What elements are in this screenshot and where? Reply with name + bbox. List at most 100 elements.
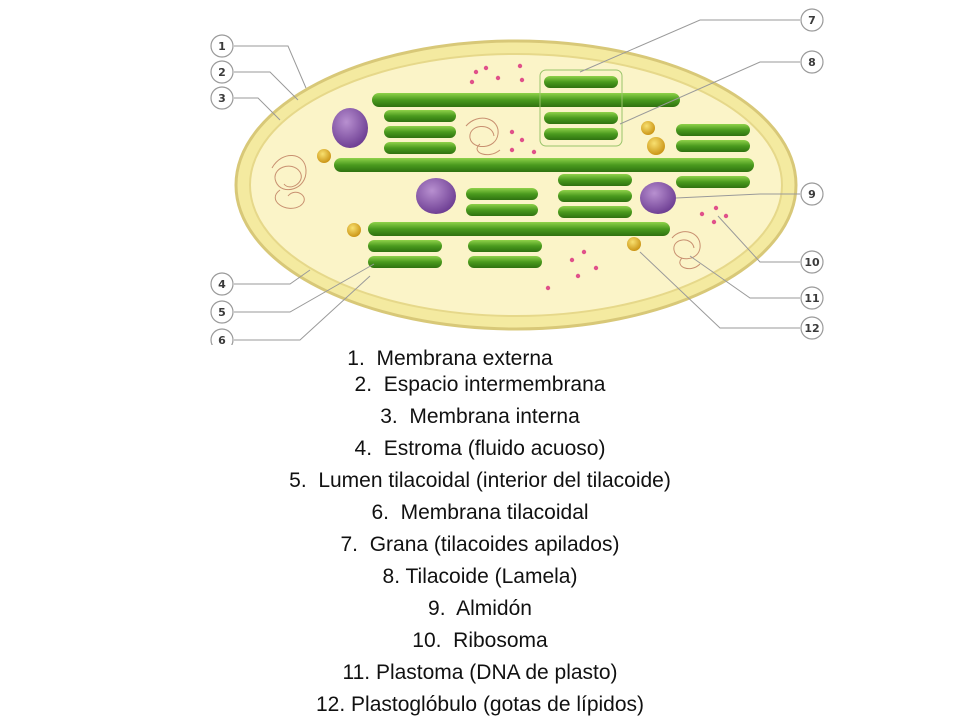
plastoglobule: [347, 223, 361, 237]
plastoglobule: [647, 137, 665, 155]
thylakoid-disc: [384, 126, 456, 138]
legend-label: Estroma (fluido acuoso): [383, 437, 606, 460]
legend-item-2: 2. Espacio intermembrana: [0, 372, 960, 398]
ribosome: [519, 77, 525, 83]
ribosome: [545, 285, 551, 291]
legend-item-10: 10. Ribosoma: [0, 628, 960, 654]
grana-highlight: [539, 69, 623, 147]
leader-lines: [234, 19, 800, 341]
thylakoid-disc: [368, 256, 442, 268]
legend-label: Lumen tilacoidal (interior del tilacoide…: [318, 469, 671, 492]
lamella: [334, 158, 754, 172]
callout-6: 6: [210, 328, 234, 345]
legend-number: 9.: [428, 597, 446, 620]
thylakoids: [334, 76, 754, 268]
legend-number: 2.: [354, 373, 373, 396]
ribosome: [593, 265, 599, 271]
legend-item-12: 12. Plastoglóbulo (gotas de lípidos): [0, 692, 960, 718]
legend-label: Ribosoma: [453, 629, 548, 652]
callout-7: 7: [800, 8, 824, 32]
callout-2: 2: [210, 60, 234, 84]
thylakoid-disc: [544, 128, 618, 140]
callout-number: 1: [218, 40, 226, 53]
callout-1: 1: [210, 34, 234, 58]
callout-number: 11: [804, 292, 819, 305]
ribosome: [473, 69, 479, 75]
plastome: [271, 117, 701, 270]
ribosome: [699, 211, 705, 217]
thylakoid-disc: [544, 76, 618, 88]
legend-number: 7.: [340, 533, 359, 556]
legend-number: 1.: [347, 347, 365, 370]
ribosome: [483, 65, 489, 71]
callout-number: 10: [804, 256, 820, 269]
legend-item-1: 1. Membrana externa: [0, 346, 930, 372]
legend-item-8: 8. Tilacoide (Lamela): [0, 564, 960, 590]
legend-number: 5.: [289, 469, 307, 492]
thylakoid-disc: [558, 174, 632, 186]
callout-number: 8: [808, 56, 816, 69]
callout-number: 12: [804, 322, 819, 335]
callout-number: 9: [808, 188, 816, 201]
ribosome: [581, 249, 587, 255]
thylakoid-disc: [466, 188, 538, 200]
plastoglobule: [627, 237, 641, 251]
legend-item-6: 6. Membrana tilacoidal: [0, 500, 960, 526]
thylakoid-disc: [468, 240, 542, 252]
callout-5: 5: [210, 300, 234, 324]
legend-number: 12.: [315, 693, 346, 716]
legend-label: Membrana tilacoidal: [400, 501, 589, 524]
callout-number: 3: [218, 92, 226, 105]
legend-item-4: 4. Estroma (fluido acuoso): [0, 436, 960, 462]
lamella: [372, 93, 680, 107]
callouts: 1 2 3 4 5 6 7 8: [210, 8, 824, 345]
callout-11: 11: [800, 286, 824, 310]
legend-number: 10.: [412, 629, 442, 652]
starch-grain: [640, 182, 676, 214]
legend-item-7: 7. Grana (tilacoides apilados): [0, 532, 960, 558]
starch-grains: [332, 108, 676, 214]
legend-item-9: 9. Almidón: [0, 596, 960, 622]
thylakoid-disc: [676, 140, 750, 152]
ribosome: [723, 213, 729, 219]
starch-grain: [416, 178, 456, 214]
legend-label: Grana (tilacoides apilados): [369, 533, 620, 556]
plastoglobule: [317, 149, 331, 163]
callout-8: 8: [800, 50, 824, 74]
plastoglobules: [317, 121, 665, 251]
legend-label: Espacio intermembrana: [383, 373, 606, 396]
thylakoid-disc: [558, 206, 632, 218]
legend-label: Plastoma (DNA de plasto): [375, 661, 618, 684]
legend-number: 8.: [382, 565, 401, 588]
plastoglobule: [641, 121, 655, 135]
thylakoid-disc: [368, 240, 442, 252]
thylakoid-disc: [558, 190, 632, 202]
legend-item-5: 5. Lumen tilacoidal (interior del tilaco…: [0, 468, 960, 494]
thylakoid-disc: [676, 176, 750, 188]
thylakoid-disc: [468, 256, 542, 268]
ribosome: [519, 137, 525, 143]
ribosome: [509, 147, 515, 153]
legend-label: Plastoglóbulo (gotas de lípidos): [351, 693, 645, 716]
ribosome: [569, 257, 575, 263]
legend-number: 3.: [380, 405, 398, 428]
thylakoid-disc: [384, 142, 456, 154]
legend-number: 4.: [354, 437, 373, 460]
legend-item-3: 3. Membrana interna: [0, 404, 960, 430]
thylakoid-disc: [676, 124, 750, 136]
callout-4: 4: [210, 272, 234, 296]
callout-number: 7: [808, 14, 816, 27]
legend-number: 6.: [371, 501, 389, 524]
callout-12: 12: [800, 316, 824, 340]
thylakoid-disc: [466, 204, 538, 216]
ribosome: [531, 149, 537, 155]
lamella: [368, 222, 670, 236]
legend-label: Almidón: [456, 597, 532, 620]
ribosome: [713, 205, 719, 211]
thylakoid-disc: [544, 112, 618, 124]
callout-10: 10: [800, 250, 824, 274]
ribosome: [495, 75, 501, 81]
callout-number: 4: [218, 278, 226, 291]
callout-number: 5: [218, 306, 226, 319]
legend-label: Membrana externa: [376, 347, 553, 370]
